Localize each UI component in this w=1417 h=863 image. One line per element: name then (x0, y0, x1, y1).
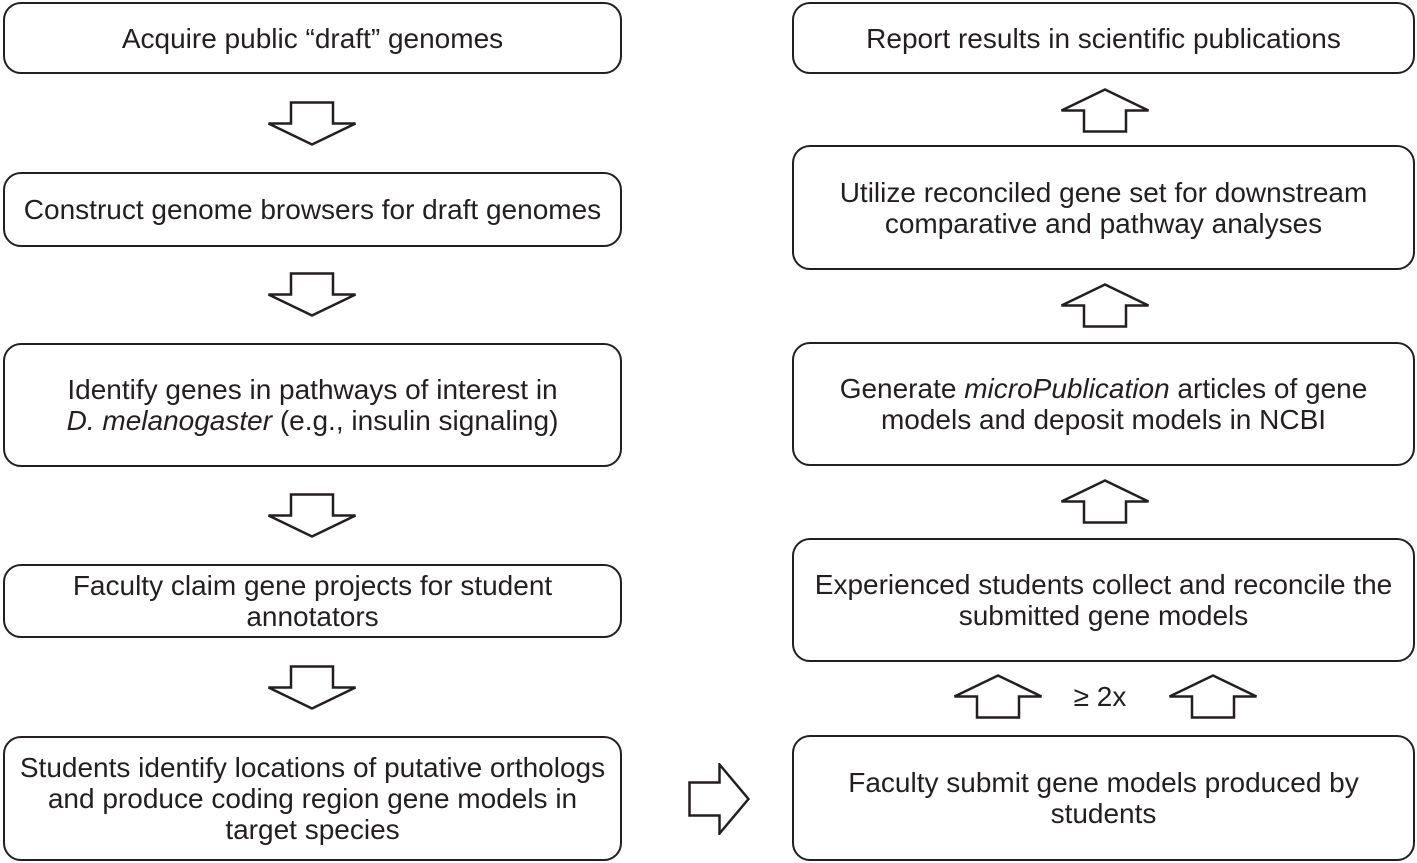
up-arrow-icon (1060, 479, 1150, 524)
flow-step-text: Students identify locations of putative … (19, 752, 606, 845)
flow-step-students-identify-orthologs: Students identify locations of putative … (3, 736, 622, 861)
flow-step-faculty-submit-models: Faculty submit gene models produced by s… (792, 735, 1415, 861)
flow-step-text: Identify genes in pathways of interest i… (66, 374, 559, 436)
flow-step-reconcile-models: Experienced students collect and reconci… (792, 538, 1415, 662)
flow-step-report-results: Report results in scientific publication… (792, 2, 1415, 74)
up-arrow-icon (1168, 674, 1258, 719)
flow-step-text: Report results in scientific publication… (866, 22, 1341, 54)
flow-step-acquire-draft-genomes: Acquire public “draft” genomes (3, 2, 622, 74)
down-arrow-icon (267, 101, 357, 146)
flow-step-text: Generate microPublication articles of ge… (839, 373, 1368, 435)
flow-step-identify-pathway-genes: Identify genes in pathways of interest i… (3, 343, 622, 467)
down-arrow-icon (267, 665, 357, 710)
flow-step-text: Acquire public “draft” genomes (121, 22, 504, 54)
flow-step-utilize-gene-set: Utilize reconciled gene set for downstre… (792, 145, 1415, 270)
iteration-count-label: ≥ 2x (1073, 681, 1127, 712)
flow-step-text: Construct genome browsers for draft geno… (23, 194, 602, 225)
flow-step-text: Experienced students collect and reconci… (814, 569, 1393, 631)
flow-step-generate-micropublications: Generate microPublication articles of ge… (792, 342, 1415, 466)
down-arrow-icon (267, 272, 357, 317)
flow-step-construct-genome-browsers: Construct genome browsers for draft geno… (3, 172, 622, 247)
flow-step-faculty-claim-projects: Faculty claim gene projects for student … (3, 564, 622, 638)
up-arrow-icon (1060, 283, 1150, 328)
down-arrow-icon (267, 493, 357, 538)
flow-step-text: Faculty claim gene projects for student … (72, 570, 553, 632)
flow-step-text: Utilize reconciled gene set for downstre… (839, 176, 1368, 239)
right-arrow-icon (688, 763, 750, 835)
flow-step-text: Faculty submit gene models produced by s… (848, 767, 1359, 829)
up-arrow-icon (953, 674, 1043, 719)
up-arrow-icon (1060, 88, 1150, 133)
